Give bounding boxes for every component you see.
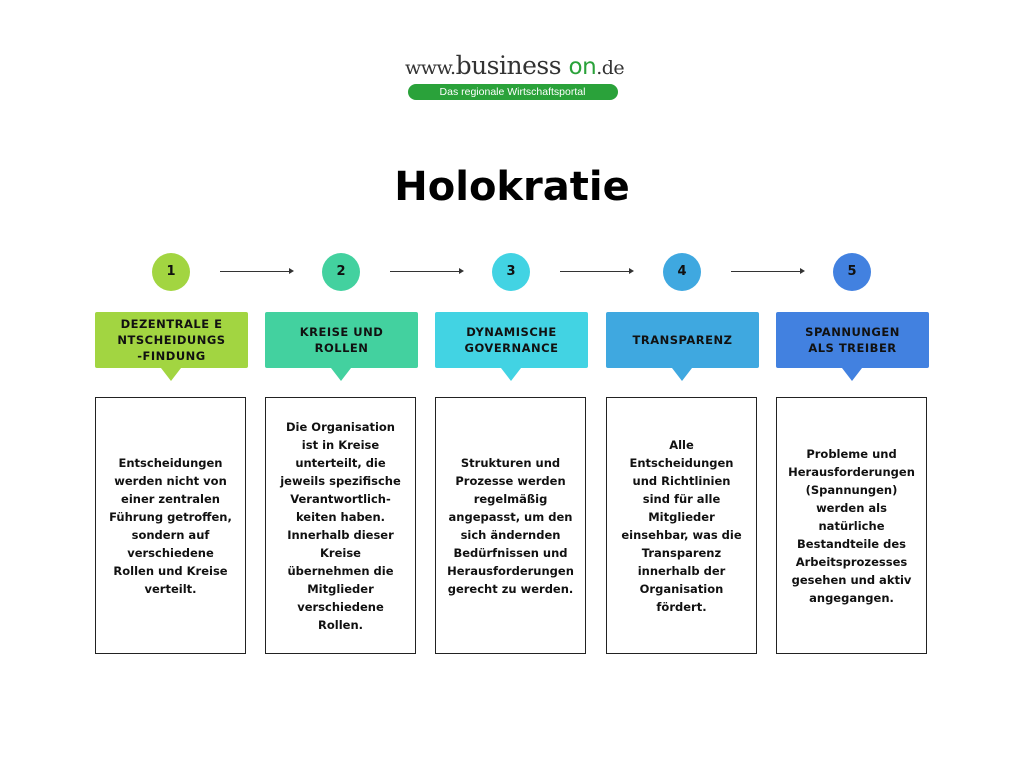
arrow-right-icon (220, 268, 294, 274)
logo-business: business (455, 51, 562, 80)
logo: www.business on.de Das regionale Wirtsch… (405, 51, 625, 102)
step-number-circle: 1 (152, 253, 190, 291)
step-heading-label: KREISE UND ROLLEN (299, 325, 384, 355)
logo-wordmark: www.business on.de (405, 51, 625, 82)
step-heading-label: TRANSPARENZ (632, 333, 733, 347)
step-description-box: Die Organisation ist in Kreise unterteil… (265, 397, 416, 654)
logo-tld: .de (596, 57, 625, 79)
step-description: Entscheidungen werden nicht von einer ze… (109, 455, 232, 596)
logo-on: on (568, 54, 597, 80)
step-number-circle: 2 (322, 253, 360, 291)
step-description-box: Strukturen und Prozesse werden regelmäßi… (435, 397, 586, 654)
arrow-right-icon (390, 268, 464, 274)
step-description: Probleme und Herausforderungen (Spannung… (788, 446, 915, 605)
logo-prefix: www. (405, 57, 456, 79)
step-description: Alle Entscheidungen und Richtlinien sind… (621, 437, 742, 614)
arrow-right-icon (560, 268, 634, 274)
step-number-circle: 4 (663, 253, 701, 291)
step-description-box: Probleme und Herausforderungen (Spannung… (776, 397, 927, 654)
step-heading: TRANSPARENZ (606, 312, 759, 381)
logo-tagline: Das regionale Wirtschaftsportal (407, 84, 618, 100)
arrow-right-icon (731, 268, 805, 274)
step-number-circle: 5 (833, 253, 871, 291)
step-heading-label: DEZENTRALE ENTSCHEIDUNGS-FINDUNG (117, 317, 226, 363)
step-heading: DYNAMISCHE GOVERNANCE (435, 312, 588, 381)
step-description-box: Alle Entscheidungen und Richtlinien sind… (606, 397, 757, 654)
step-heading: DEZENTRALE ENTSCHEIDUNGS-FINDUNG (95, 312, 248, 381)
step-description-box: Entscheidungen werden nicht von einer ze… (95, 397, 246, 654)
step-description: Die Organisation ist in Kreise unterteil… (280, 419, 401, 632)
step-heading-label: DYNAMISCHE GOVERNANCE (464, 325, 559, 355)
page-title: Holokratie (394, 164, 630, 210)
step-heading: KREISE UND ROLLEN (265, 312, 418, 381)
step-number-circle: 3 (492, 253, 530, 291)
step-description: Strukturen und Prozesse werden regelmäßi… (447, 455, 574, 596)
step-heading-label: SPANNUNGEN ALS TREIBER (805, 325, 900, 355)
step-heading: SPANNUNGEN ALS TREIBER (776, 312, 929, 381)
